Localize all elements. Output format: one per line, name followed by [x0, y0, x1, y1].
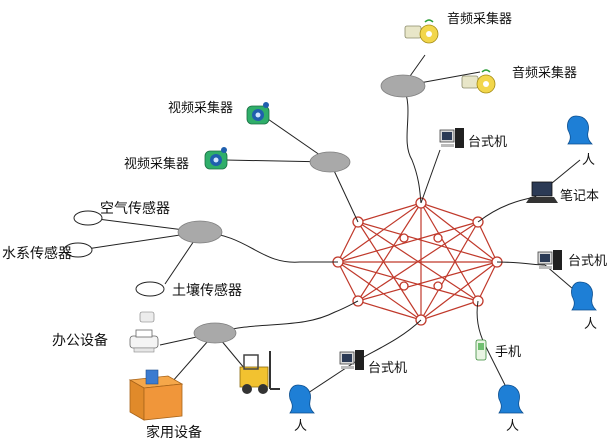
office-equipment-label: 办公设备 [52, 332, 108, 349]
water-sensor-label: 水系传感器 [2, 245, 72, 262]
audio-hub [380, 74, 426, 98]
mesh-node [433, 233, 443, 243]
desktop-computer-icon [339, 350, 364, 370]
laptop-icon [526, 181, 558, 203]
person-icon [567, 115, 593, 145]
mesh-node [399, 233, 409, 243]
central-mesh [337, 202, 498, 321]
person-label: 人 [582, 153, 595, 168]
mesh-node [399, 281, 409, 291]
desktop-label-top: 台式机 [468, 135, 507, 150]
desktop-computer-icon [537, 250, 562, 270]
hubs [177, 74, 426, 344]
person-label: 人 [294, 419, 307, 434]
mesh-node [433, 281, 443, 291]
laptop-label: 笔记本 [560, 188, 599, 204]
desktop-label-right: 台式机 [568, 254, 607, 269]
phone-label: 手机 [495, 345, 521, 360]
phone-icon [475, 339, 487, 361]
sensor-ends [63, 210, 165, 297]
desktop-computer-icon [439, 128, 464, 148]
printer-icon [129, 329, 159, 353]
video-camera-icon [246, 102, 270, 125]
soil-sensor-label: 土壤传感器 [172, 282, 242, 299]
office-hub [193, 322, 237, 344]
video-hub [309, 151, 351, 173]
person-icon [571, 281, 597, 311]
audio-collector-label-2: 音频采集器 [512, 65, 577, 81]
person-label: 人 [584, 317, 597, 332]
desktop-label-bottom: 台式机 [368, 361, 407, 376]
audio-collector-label-1: 音频采集器 [447, 11, 512, 27]
audio-collector-icon [461, 69, 496, 94]
person-icon [498, 384, 524, 414]
box-icon [128, 369, 184, 421]
scanner-icon [139, 311, 155, 323]
forklift-icon [239, 351, 280, 394]
mesh-nodes [332, 197, 503, 326]
soil-sensor-node [135, 281, 165, 297]
water-sensor-node [63, 242, 93, 258]
video-collector-label-2: 视频采集器 [124, 156, 189, 172]
person-icon [289, 384, 315, 414]
air-sensor-node [73, 210, 103, 226]
video-collector-label-1: 视频采集器 [168, 100, 233, 116]
home-equipment-label: 家用设备 [146, 424, 202, 441]
person-label: 人 [506, 419, 519, 434]
sensor-hub [177, 220, 223, 244]
air-sensor-label: 空气传感器 [100, 200, 170, 217]
video-camera-icon [204, 147, 228, 170]
audio-collector-icon [404, 19, 439, 44]
